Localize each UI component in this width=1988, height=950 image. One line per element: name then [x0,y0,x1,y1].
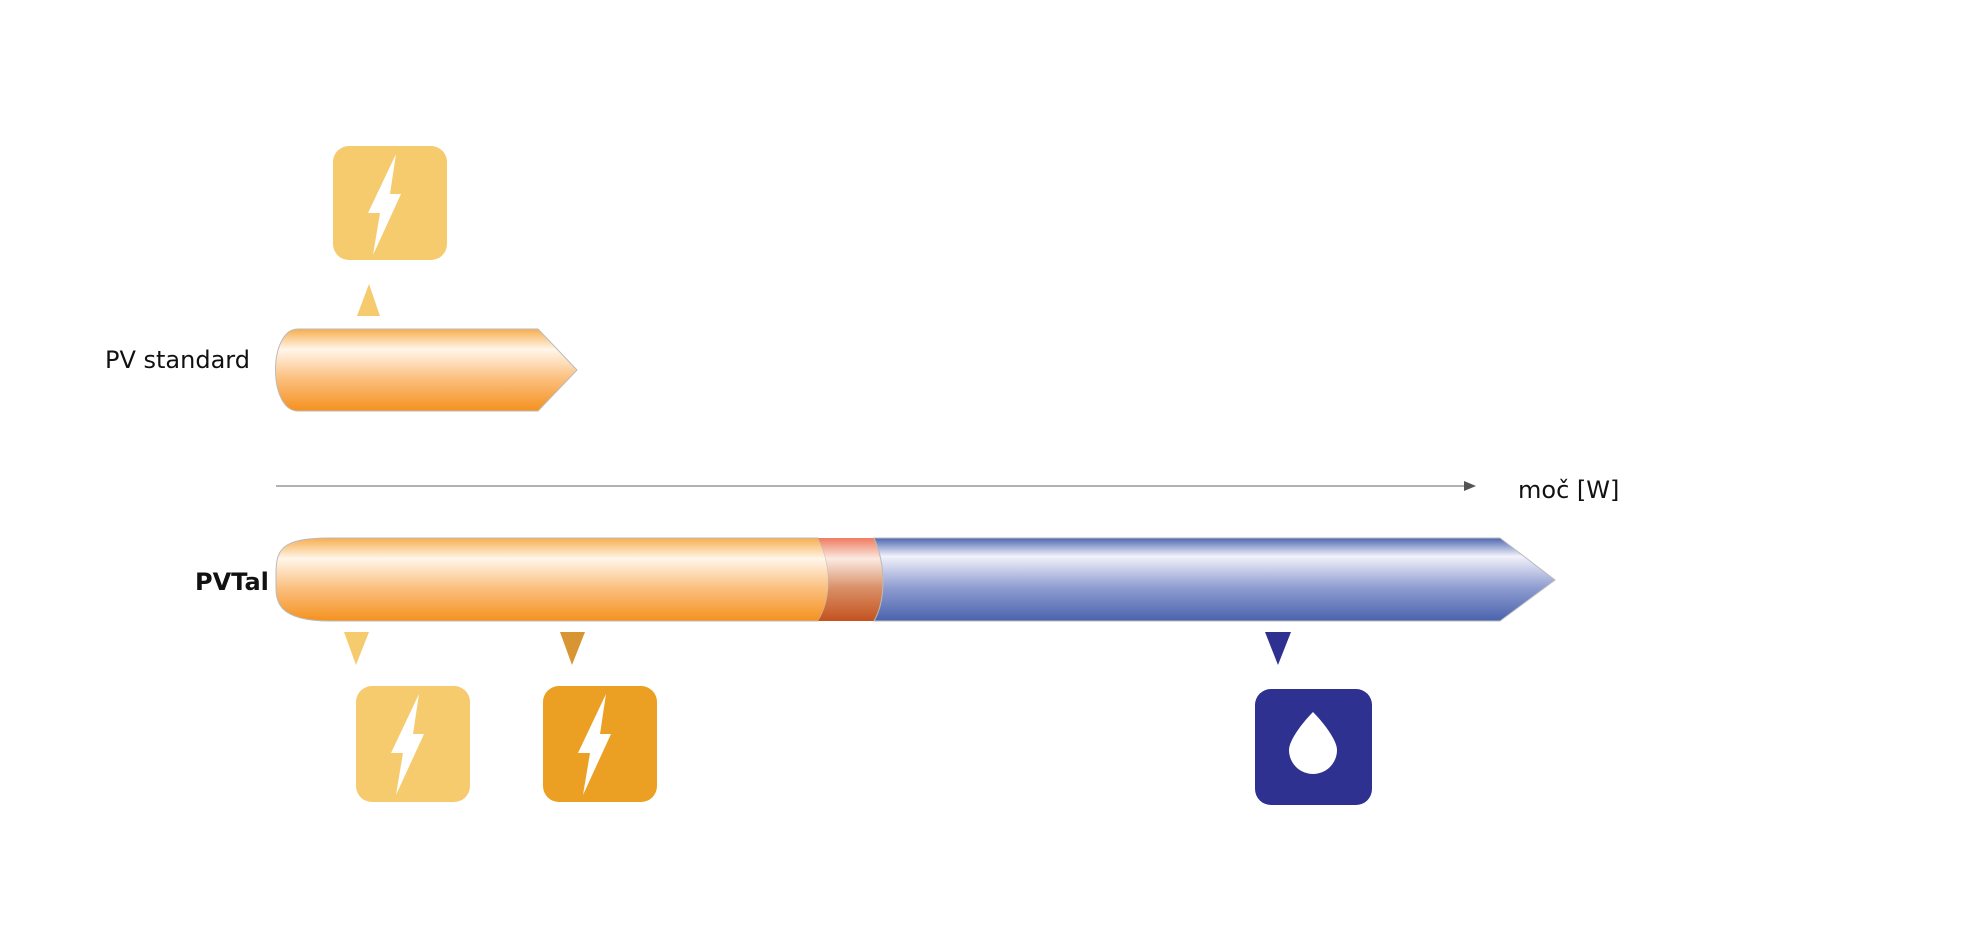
row-label-pvtal: PVTal [195,568,269,596]
pvtal-electric-segment [275,537,829,622]
pvtal-thermal-segment [873,537,1556,622]
lightning-icon [333,146,447,260]
pv-standard-bar [275,328,578,412]
lightning-icon [543,686,657,802]
power-axis [276,481,1476,491]
down-arrow-triangle [344,632,369,665]
down-arrow-triangle [1265,632,1291,665]
pvtal-bar [275,537,1556,622]
water-drop-icon [1255,689,1372,805]
axis-label: moč [W] [1518,476,1619,504]
row-label-pv-standard: PV standard [105,346,250,374]
down-arrow-triangle [560,632,585,665]
lightning-icon [356,686,470,802]
up-arrow-triangle [357,284,380,316]
pvtal-transition-segment [818,538,883,621]
